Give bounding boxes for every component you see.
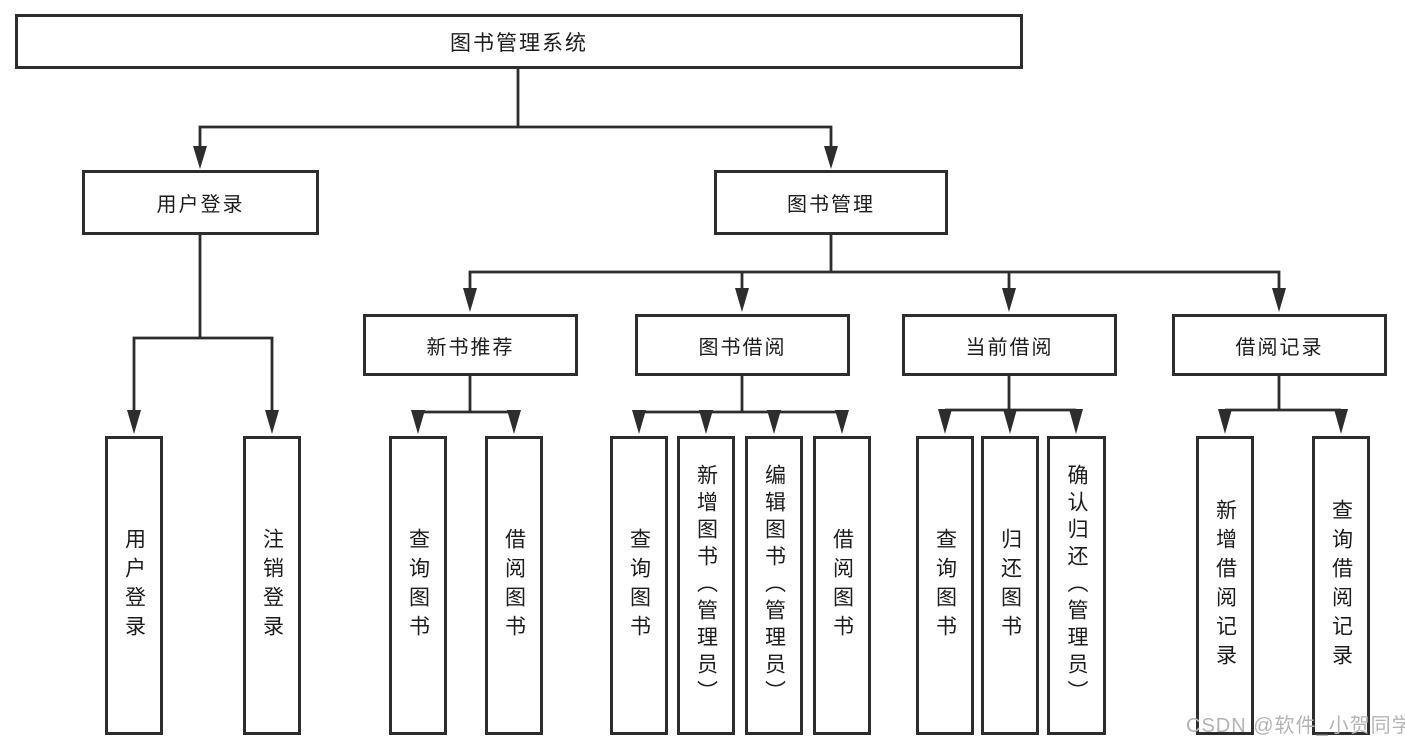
arrow-down-icon <box>767 410 781 434</box>
node-leaf-user-login: 用户登录 <box>105 436 163 735</box>
node-leaf-query-books-recommend: 查询图书 <box>389 436 447 735</box>
node-user-login: 用户登录 <box>82 170 319 235</box>
arrow-down-icon <box>699 410 713 434</box>
node-leaf-add-borrow-record: 新增借阅记录 <box>1196 436 1254 735</box>
arrow-down-icon <box>411 410 425 434</box>
arrow-down-icon <box>1003 409 1017 434</box>
node-leaf-borrow-books: 借阅图书 <box>813 436 871 735</box>
connector-book-management-children <box>463 235 1286 312</box>
node-leaf-query-books-borrow: 查询图书 <box>610 436 668 735</box>
node-leaf-logout: 注销登录 <box>243 436 301 735</box>
node-borrow-records: 借阅记录 <box>1172 314 1387 376</box>
arrow-down-icon <box>735 288 749 312</box>
node-leaf-query-books-current: 查询图书 <box>916 436 974 735</box>
arrow-down-icon <box>1272 288 1286 312</box>
node-current-borrow: 当前借阅 <box>902 314 1117 376</box>
arrow-down-icon <box>193 146 207 169</box>
node-leaf-add-books-admin: 新增图书（管理员） <box>677 436 735 735</box>
node-leaf-query-borrow-record: 查询借阅记录 <box>1312 436 1370 735</box>
arrow-down-icon <box>824 146 838 169</box>
node-book-management: 图书管理 <box>714 170 948 235</box>
arrow-down-icon <box>127 410 141 434</box>
node-book-borrow: 图书借阅 <box>635 314 850 376</box>
arrow-down-icon <box>938 409 952 434</box>
arrow-down-icon <box>1069 409 1083 434</box>
node-leaf-return-books: 归还图书 <box>981 436 1039 735</box>
arrow-down-icon <box>463 288 477 312</box>
connector-user-login-children <box>127 235 279 434</box>
watermark-text: CSDN @软件_小贺同学 <box>1186 715 1405 737</box>
arrow-down-icon <box>835 410 849 434</box>
node-library-management-system: 图书管理系统 <box>15 14 1023 69</box>
connector-borrow-records-children <box>1218 376 1348 434</box>
node-leaf-edit-books-admin: 编辑图书（管理员） <box>745 436 803 735</box>
arrow-down-icon <box>1218 409 1232 434</box>
arrow-down-icon <box>507 410 521 434</box>
arrow-down-icon <box>632 410 646 434</box>
arrow-down-icon <box>1334 409 1348 434</box>
connector-new-book-recommend-children <box>411 376 521 434</box>
connector-book-borrow-children <box>632 376 849 434</box>
arrow-down-icon <box>1002 288 1016 312</box>
node-new-book-recommend: 新书推荐 <box>363 314 578 376</box>
connector-root-to-level1 <box>193 69 838 169</box>
node-leaf-confirm-return-admin: 确认归还（管理员） <box>1047 436 1106 735</box>
node-leaf-borrow-books-recommend: 借阅图书 <box>485 436 543 735</box>
arrow-down-icon <box>265 410 279 434</box>
connector-current-borrow-children <box>938 376 1083 434</box>
